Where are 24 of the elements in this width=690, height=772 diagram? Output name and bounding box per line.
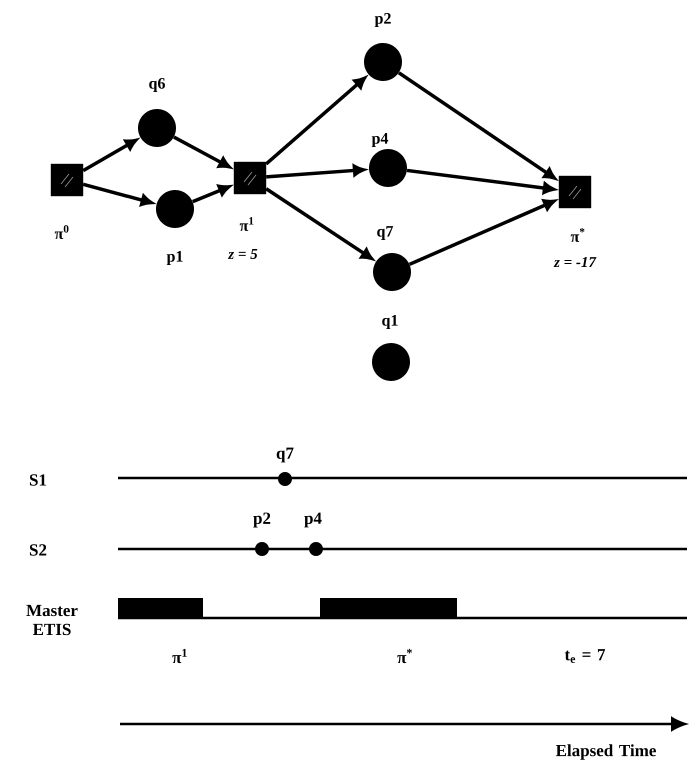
- value-label: z = -17: [554, 257, 596, 267]
- text-label: π$^{*}$: [397, 648, 412, 664]
- text-label: p2: [253, 512, 270, 528]
- text-label: π$^{1}$: [172, 648, 187, 664]
- text-label: S1: [30, 474, 46, 486]
- node-label: p2: [374, 13, 391, 27]
- arrow: [398, 71, 556, 180]
- node-label: p4: [372, 133, 388, 147]
- text-label: Master ETIS: [26, 604, 78, 636]
- node-label: π$^{0}$: [54, 225, 68, 239]
- node-label: q6: [149, 78, 165, 92]
- text-label: Elapsed Time: [556, 744, 656, 760]
- arrow: [265, 76, 366, 166]
- node-label: π$^{1}$: [240, 217, 254, 231]
- arrow: [265, 187, 374, 260]
- node-label: q1: [382, 315, 398, 329]
- text-label: S2: [30, 544, 46, 556]
- node-label: q7: [377, 226, 394, 240]
- text-label: p4: [304, 512, 322, 528]
- text-label: q7: [276, 448, 294, 462]
- value-label: z = 5: [228, 249, 258, 259]
- node-label: π$^{*}$: [570, 228, 584, 242]
- text-label: t$_{e}$ = 7: [564, 649, 606, 663]
- node-label: p1: [166, 251, 183, 265]
